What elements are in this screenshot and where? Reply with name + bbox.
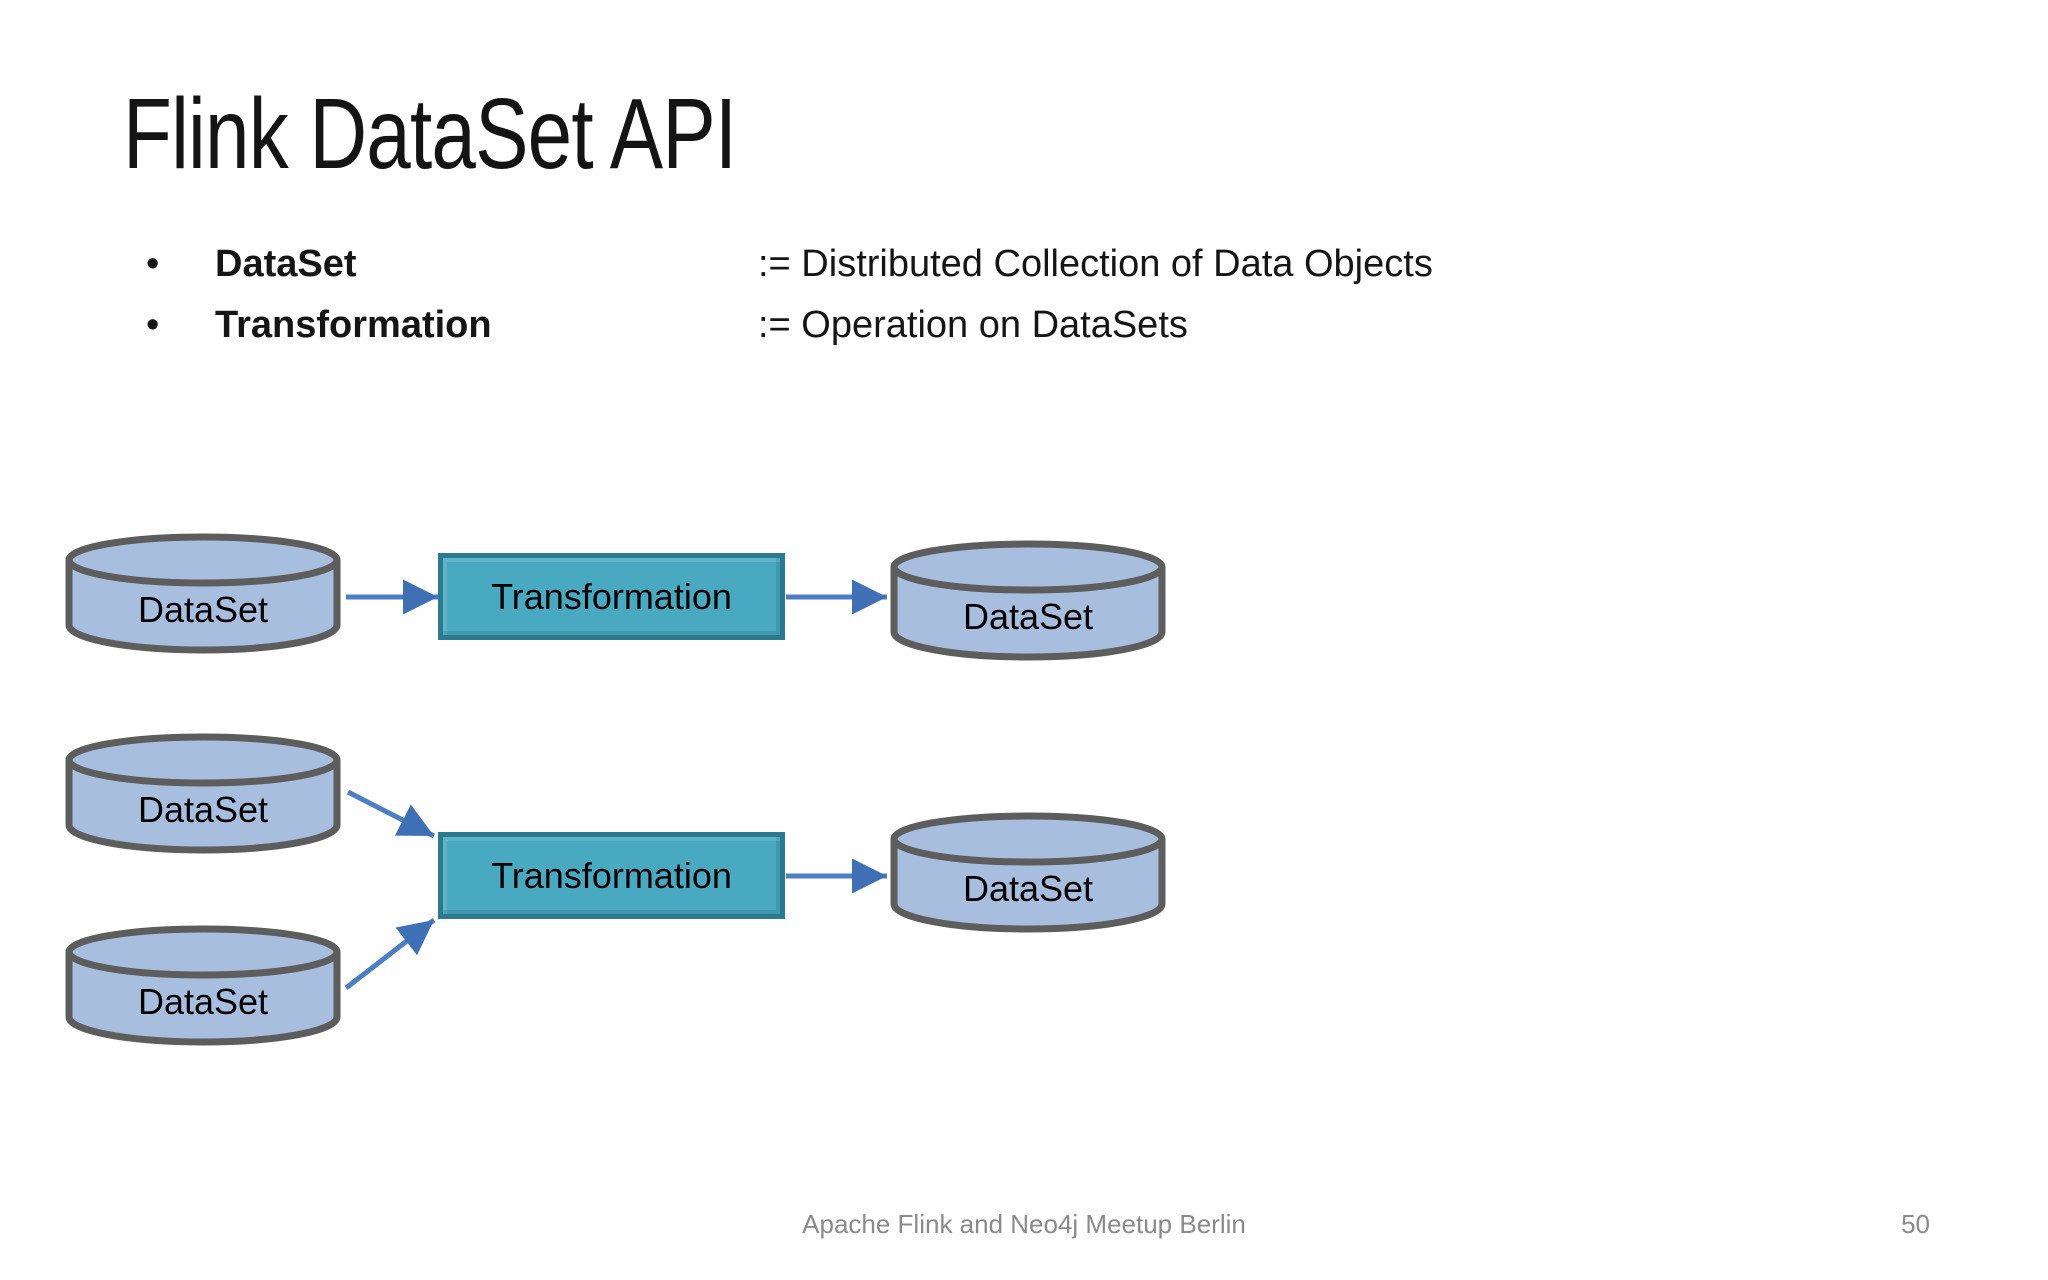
cylinder-icon: [65, 533, 341, 654]
transformation-box: Transformation: [438, 553, 785, 640]
dataset-cylinder: DataSet: [887, 540, 1169, 664]
flow-arrow-icon: [780, 856, 892, 896]
cylinder-label: DataSet: [137, 589, 269, 630]
dataset-cylinder: DataSet: [62, 733, 344, 857]
page-title: Flink DataSet API: [123, 78, 737, 190]
bullet-item: • Transformation := Operation on DataSet…: [0, 301, 2048, 349]
cylinder-icon: [890, 540, 1166, 661]
bullet-marker-icon: •: [146, 304, 160, 346]
flow-arrow-icon: [340, 577, 444, 617]
cylinder-label: DataSet: [137, 981, 269, 1022]
dataset-cylinder: DataSet: [887, 812, 1169, 936]
slide-footer: Apache Flink and Neo4j Meetup Berlin 50: [0, 1208, 2048, 1256]
bullet-term: DataSet: [215, 243, 357, 285]
bullet-item: • DataSet := Distributed Collection of D…: [0, 240, 2048, 288]
transformation-label: Transformation: [491, 854, 732, 896]
bullet-marker-icon: •: [146, 243, 160, 285]
transformation-box: Transformation: [438, 832, 785, 919]
cylinder-label: DataSet: [962, 868, 1094, 909]
cylinder-label: DataSet: [962, 596, 1094, 637]
cylinder-icon: [65, 925, 341, 1046]
flow-arrow-icon: [338, 908, 442, 998]
dataset-cylinder: DataSet: [62, 925, 344, 1049]
footer-text: Apache Flink and Neo4j Meetup Berlin: [802, 1209, 1246, 1239]
bullet-definition: := Distributed Collection of Data Object…: [758, 243, 1433, 285]
flow-arrow-icon: [780, 577, 892, 617]
bullet-definition: := Operation on DataSets: [758, 304, 1188, 346]
bullet-term: Transformation: [215, 304, 492, 346]
transformation-label: Transformation: [491, 575, 732, 617]
cylinder-icon: [65, 733, 341, 854]
cylinder-icon: [890, 812, 1166, 933]
flow-arrow-icon: [340, 782, 444, 846]
dataset-cylinder: DataSet: [62, 533, 344, 657]
page-number: 50: [1901, 1209, 1930, 1239]
cylinder-label: DataSet: [137, 789, 269, 830]
